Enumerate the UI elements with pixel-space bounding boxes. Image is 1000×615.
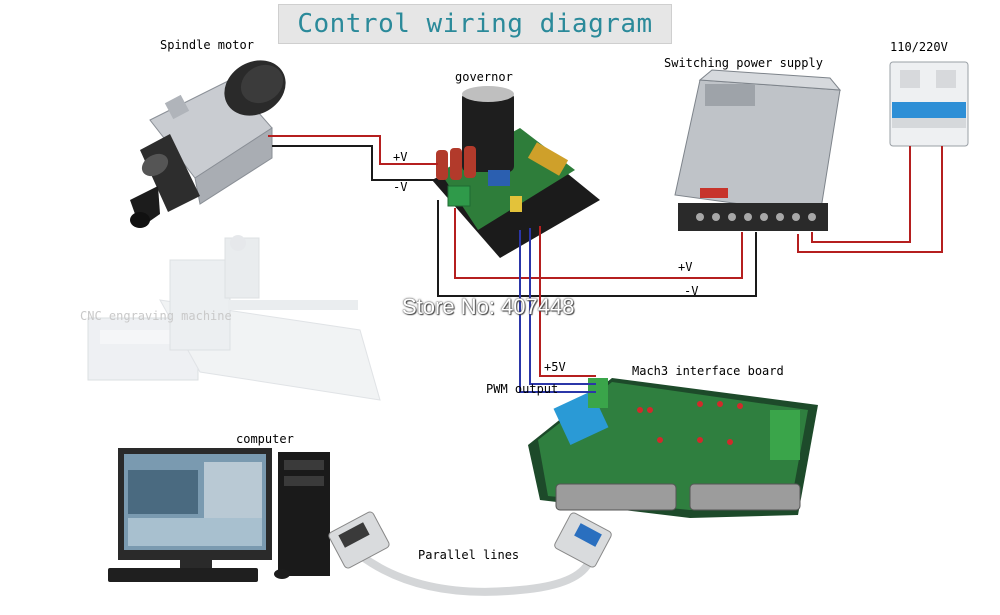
switching-power-supply-illustration — [674, 69, 842, 231]
supply-minus-v-label: -V — [684, 284, 699, 298]
board-5v-label: +5V — [544, 360, 566, 374]
cnc-engraving-machine-illustration — [87, 235, 381, 401]
spindle-wires — [268, 135, 438, 181]
spindle-motor-label: Spindle motor — [160, 38, 254, 52]
diagram-title: Control wiring diagram — [297, 9, 653, 39]
parallel-lines-label: Parallel lines — [418, 548, 520, 562]
mains-voltage-label: 110/220V — [890, 40, 948, 54]
supply-wires — [437, 200, 757, 297]
mach3-interface-board-label: Mach3 interface board — [632, 364, 784, 378]
spindle-plus-v-label: +V — [393, 150, 408, 164]
breaker-illustration — [889, 61, 969, 147]
cnc-engraving-machine-label: CNC engraving machine — [80, 309, 232, 323]
store-watermark: Store No: 407448 — [402, 294, 575, 319]
pwm-output-label: PWM output — [486, 382, 559, 396]
governor-illustration — [432, 86, 600, 258]
mach3-interface-board-illustration — [528, 378, 818, 518]
parallel-cable-illustration — [328, 511, 612, 596]
switching-power-supply-label: Switching power supply — [664, 56, 823, 70]
mains-wires — [797, 146, 943, 253]
title-banner: Control wiring diagram — [278, 4, 672, 44]
computer-illustration — [108, 448, 330, 582]
spindle-minus-v-label: -V — [393, 180, 408, 194]
board-wires — [519, 226, 596, 393]
spindle-motor-illustration — [130, 60, 286, 228]
computer-label: computer — [236, 432, 294, 446]
governor-label: governor — [455, 70, 513, 84]
supply-plus-v-label: +V — [678, 260, 693, 274]
